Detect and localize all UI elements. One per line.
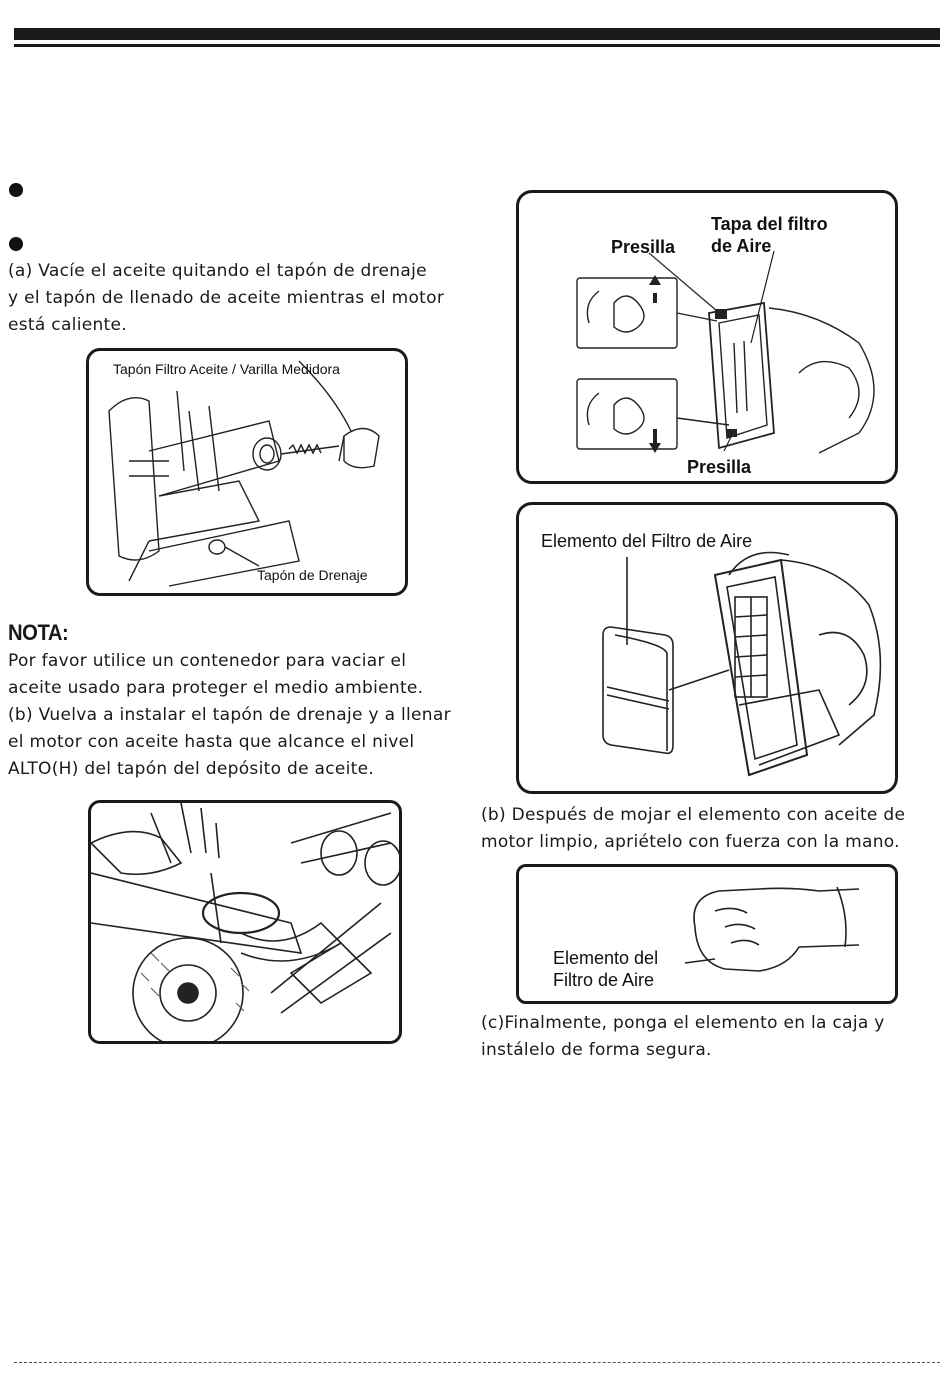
label-element-squeeze: Elemento del Filtro de Aire bbox=[553, 948, 659, 990]
step-a-text: (a) Vacíe el aceite quitando el tapón de… bbox=[8, 261, 445, 335]
label-air-filter-cover: Tapa del filtro de Aire bbox=[711, 214, 828, 256]
label-air-filter-element: Elemento del Filtro de Aire bbox=[541, 531, 753, 551]
figure-air-filter-element: Elemento del Filtro de Aire bbox=[516, 502, 898, 794]
note-title: NOTA: bbox=[8, 620, 69, 645]
label-clip-bottom: Presilla bbox=[687, 457, 752, 477]
bullet-1 bbox=[9, 183, 23, 197]
note-text: Por favor utilice un contenedor para vac… bbox=[8, 651, 451, 779]
air-filter-cover-illustration bbox=[576, 250, 875, 454]
hand-squeeze-illustration bbox=[684, 886, 860, 972]
label-drain-plug: Tapón de Drenaje bbox=[257, 567, 368, 583]
figure-air-filter-cover: Presilla Tapa del filtro de Aire Presill… bbox=[516, 190, 898, 484]
label-clip-top: Presilla bbox=[611, 237, 676, 257]
footer-rule bbox=[14, 1362, 940, 1363]
step-c-text: (c)Finalmente, ponga el elemento en la c… bbox=[481, 1013, 885, 1060]
engine-drain-illustration bbox=[108, 360, 380, 587]
figure-oil-refill bbox=[88, 800, 402, 1044]
figure-oil-drain: Tapón Filtro Aceite / Varilla Medidora T… bbox=[86, 348, 408, 596]
label-oil-filler-cap: Tapón Filtro Aceite / Varilla Medidora bbox=[113, 361, 340, 377]
bullet-2 bbox=[9, 237, 23, 251]
air-filter-element-illustration bbox=[602, 551, 882, 777]
figure-squeeze-element: Elemento del Filtro de Aire bbox=[516, 864, 898, 1004]
header-rule bbox=[14, 44, 940, 47]
oil-refill-illustration bbox=[91, 803, 399, 1041]
step-b-text: (b) Después de mojar el elemento con ace… bbox=[481, 805, 906, 852]
header-bar bbox=[14, 28, 940, 40]
